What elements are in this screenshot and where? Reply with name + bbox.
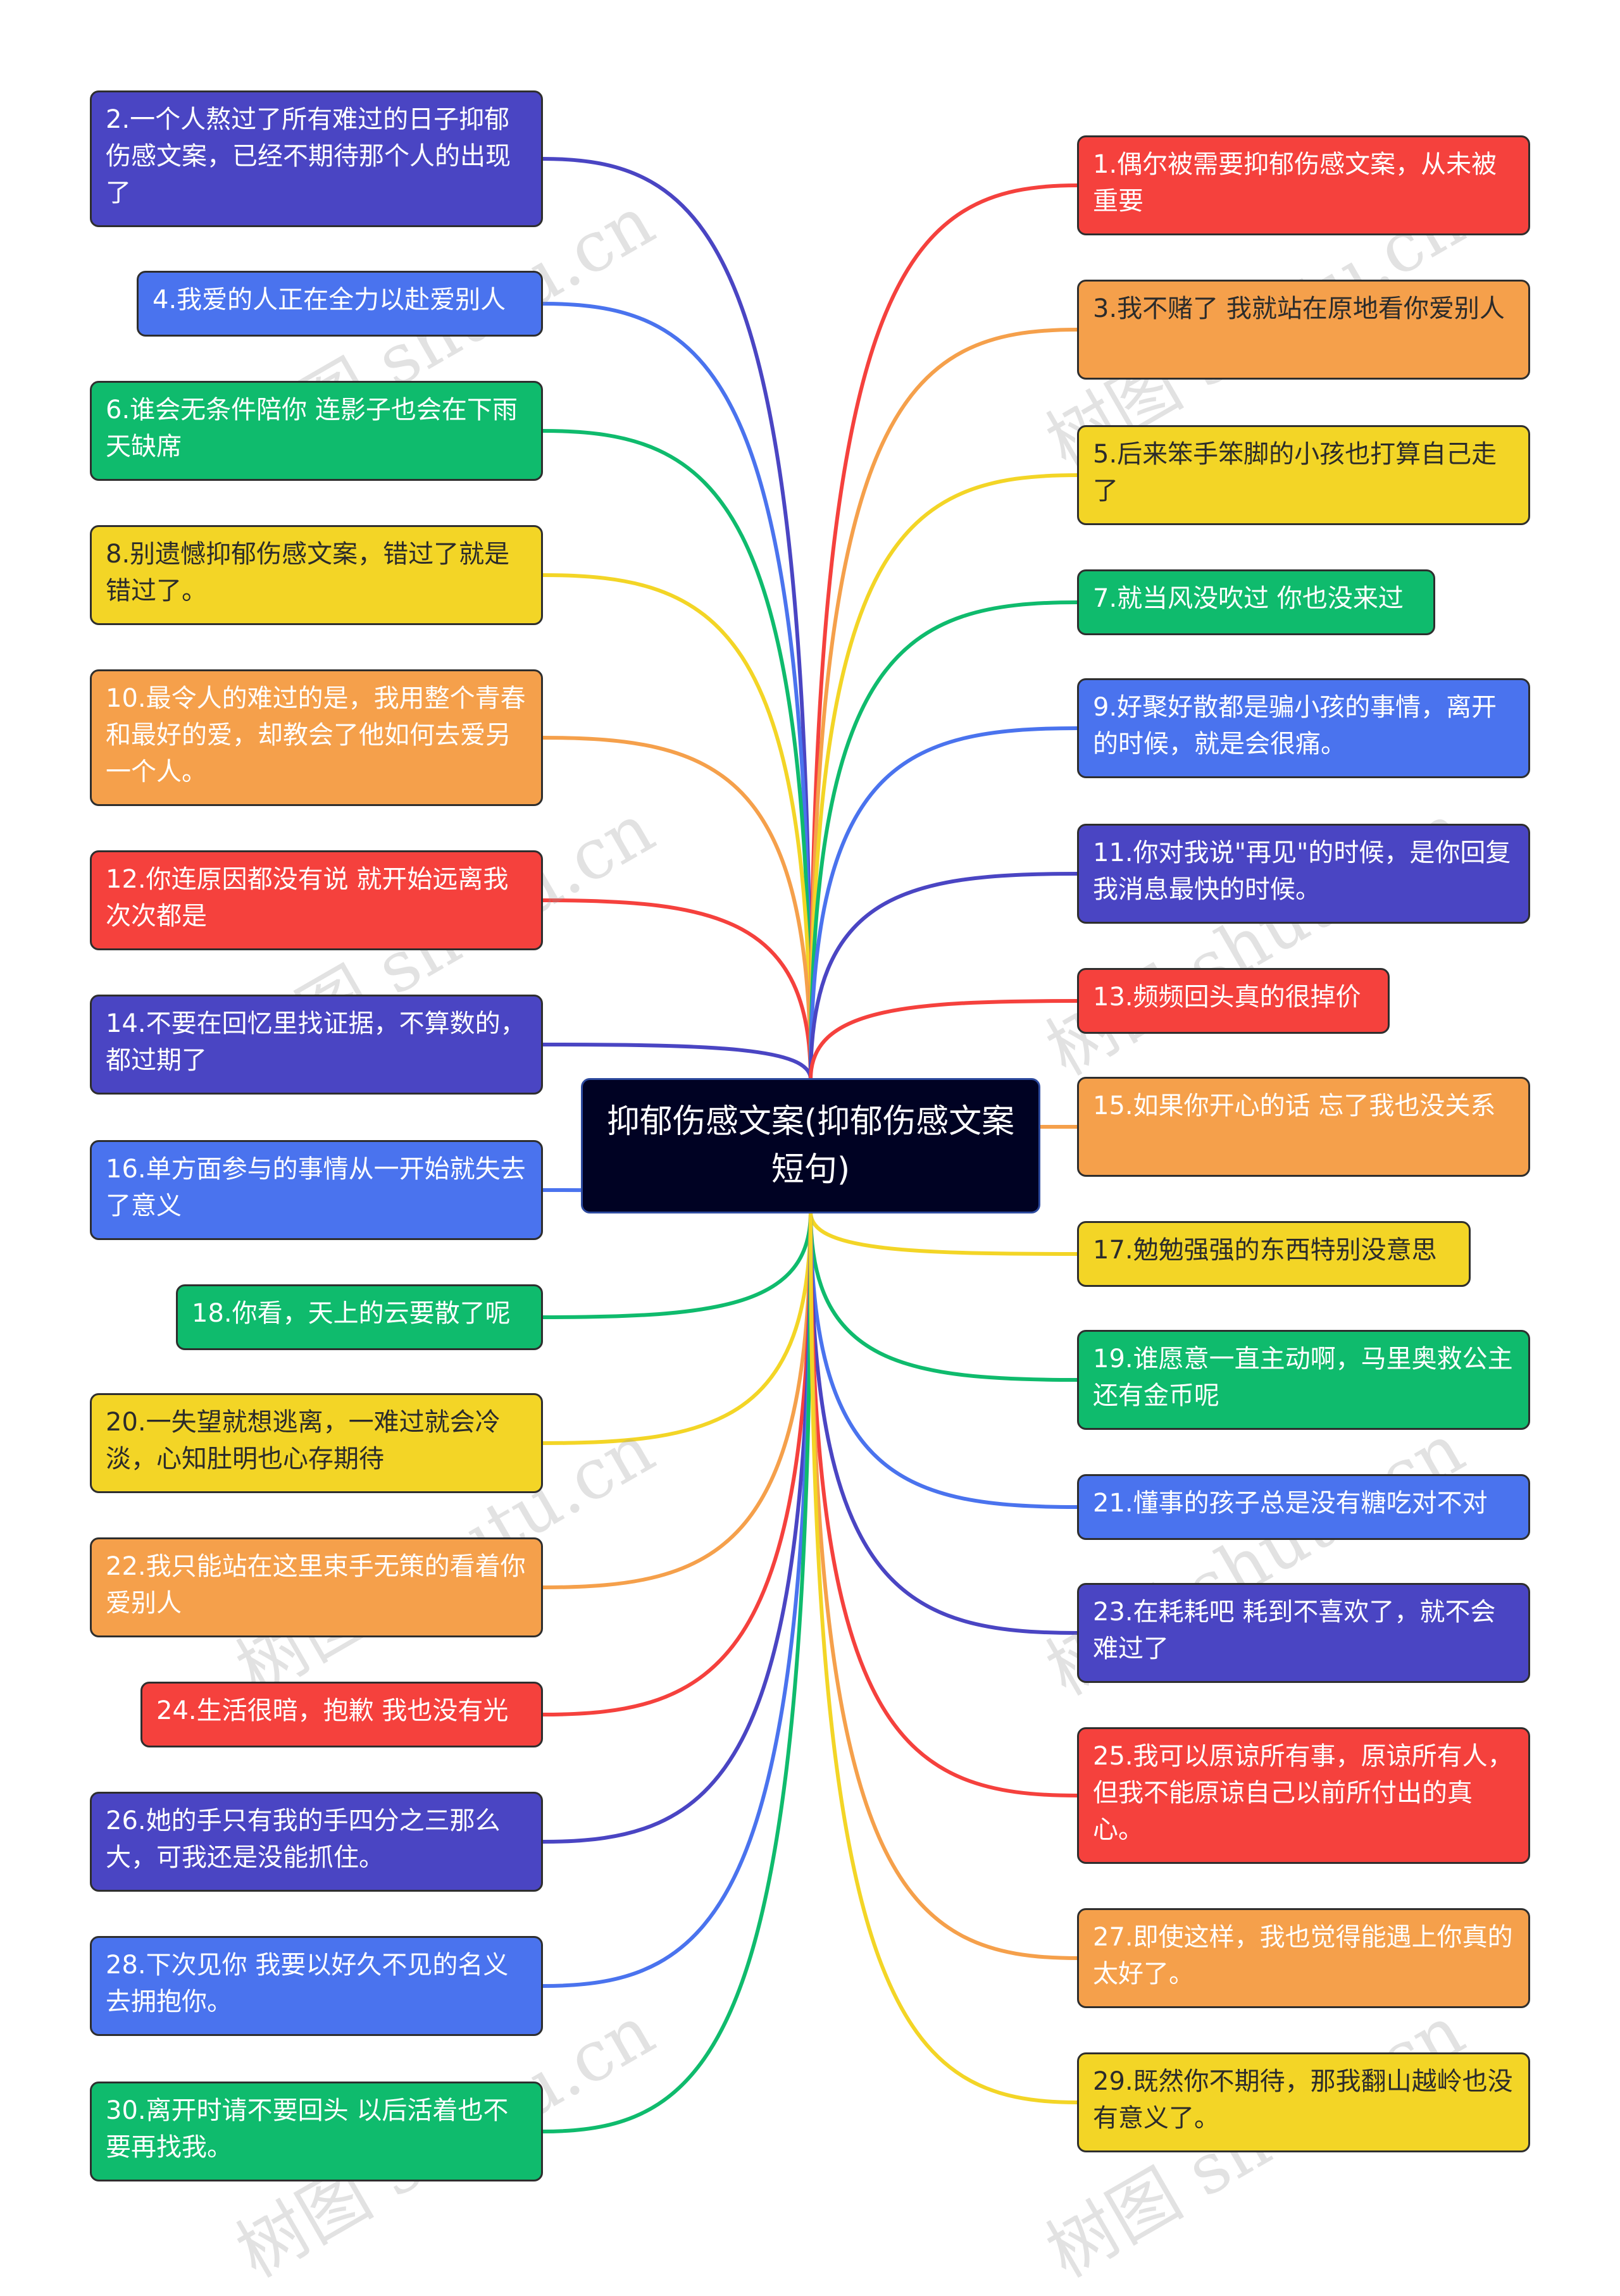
branch-node-26[interactable]: 26.她的手只有我的手四分之三那么大，可我还是没能抓住。 — [90, 1792, 543, 1892]
connector-line — [809, 1210, 1079, 2104]
connector-line — [541, 157, 813, 1081]
branch-node-label: 1.偶尔被需要抑郁伤感文案，从未被重要 — [1093, 150, 1497, 216]
branch-node-17[interactable]: 17.勉勉强强的东西特别没意思 — [1077, 1221, 1471, 1287]
connector-line — [809, 473, 1079, 1081]
connector-line — [541, 736, 813, 1081]
branch-node-label: 22.我只能站在这里束手无策的看着你爱别人 — [106, 1552, 526, 1618]
branch-node-23[interactable]: 23.在耗耗吧 耗到不喜欢了，就不会难过了 — [1077, 1583, 1530, 1683]
connector-line — [541, 1210, 813, 1589]
branch-node-label: 26.她的手只有我的手四分之三那么大，可我还是没能抓住。 — [106, 1806, 501, 1872]
branch-node-label: 20.一失望就想逃离，一难过就会冷淡，心知肚明也心存期待 — [106, 1408, 501, 1474]
branch-node-label: 17.勉勉强强的东西特别没意思 — [1093, 1236, 1437, 1265]
branch-node-label: 16.单方面参与的事情从一开始就失去了意义 — [106, 1155, 526, 1220]
branch-node-19[interactable]: 19.谁愿意一直主动啊，马里奥救公主还有金币呢 — [1077, 1330, 1530, 1430]
branch-node-label: 21.懂事的孩子总是没有糖吃对不对 — [1093, 1489, 1488, 1518]
branch-node-9[interactable]: 9.好聚好散都是骗小孩的事情，离开的时候，就是会很痛。 — [1077, 678, 1530, 778]
branch-node-4[interactable]: 4.我爱的人正在全力以赴爱别人 — [137, 271, 543, 337]
branch-node-label: 6.谁会无条件陪你 连影子也会在下雨天缺席 — [106, 395, 518, 461]
connector-line — [541, 573, 813, 1081]
branch-node-25[interactable]: 25.我可以原谅所有事，原谅所有人，但我不能原谅自己以前所付出的真心。 — [1077, 1727, 1530, 1864]
connector-line — [541, 302, 813, 1081]
connector-line — [809, 1210, 1079, 1382]
connector-line — [541, 1210, 813, 1988]
branch-node-label: 25.我可以原谅所有事，原谅所有人，但我不能原谅自己以前所付出的真心。 — [1093, 1742, 1513, 1844]
branch-node-3[interactable]: 3.我不赌了 我就站在原地看你爱别人 — [1077, 280, 1530, 380]
connector-line — [541, 1210, 813, 1716]
branch-node-10[interactable]: 10.最令人的难过的是，我用整个青春和最好的爱，却教会了他如何去爱另一个人。 — [90, 669, 543, 806]
branch-node-5[interactable]: 5.后来笨手笨脚的小孩也打算自己走了 — [1077, 425, 1530, 525]
branch-node-label: 28.下次见你 我要以好久不见的名义去拥抱你。 — [106, 1951, 509, 2016]
branch-node-label: 11.你对我说"再见"的时候，是你回复我消息最快的时候。 — [1093, 838, 1511, 904]
branch-node-15[interactable]: 15.如果你开心的话 忘了我也没关系 — [1077, 1077, 1530, 1177]
branch-node-22[interactable]: 22.我只能站在这里束手无策的看着你爱别人 — [90, 1537, 543, 1637]
branch-node-label: 12.你连原因都没有说 就开始远离我 次次都是 — [106, 865, 509, 931]
branch-node-label: 19.谁愿意一直主动啊，马里奥救公主还有金币呢 — [1093, 1344, 1513, 1410]
branch-node-21[interactable]: 21.懂事的孩子总是没有糖吃对不对 — [1077, 1474, 1530, 1540]
connector-line — [809, 1210, 1079, 1509]
branch-node-20[interactable]: 20.一失望就想逃离，一难过就会冷淡，心知肚明也心存期待 — [90, 1393, 543, 1493]
connector-line — [809, 600, 1079, 1081]
branch-node-1[interactable]: 1.偶尔被需要抑郁伤感文案，从未被重要 — [1077, 135, 1530, 235]
connector-line — [809, 328, 1079, 1081]
branch-node-18[interactable]: 18.你看，天上的云要散了呢 — [176, 1284, 543, 1350]
branch-node-label: 14.不要在回忆里找证据，不算数的，都过期了 — [106, 1009, 526, 1075]
connector-line — [809, 872, 1079, 1081]
branch-node-28[interactable]: 28.下次见你 我要以好久不见的名义去拥抱你。 — [90, 1936, 543, 2036]
connector-line — [541, 429, 813, 1081]
connector-line — [541, 1210, 813, 1445]
branch-node-label: 5.后来笨手笨脚的小孩也打算自己走了 — [1093, 440, 1497, 506]
connector-line — [541, 898, 813, 1081]
branch-node-30[interactable]: 30.离开时请不要回头 以后活着也不要再找我。 — [90, 2082, 543, 2181]
branch-node-13[interactable]: 13.频频回头真的很掉价 — [1077, 968, 1390, 1034]
branch-node-27[interactable]: 27.即使这样，我也觉得能遇上你真的太好了。 — [1077, 1908, 1530, 2008]
connector-line — [541, 1210, 813, 1844]
connector-line — [809, 726, 1079, 1081]
branch-node-label: 15.如果你开心的话 忘了我也没关系 — [1093, 1091, 1496, 1120]
branch-node-label: 18.你看，天上的云要散了呢 — [192, 1299, 511, 1328]
branch-node-label: 4.我爱的人正在全力以赴爱别人 — [153, 285, 506, 314]
branch-node-11[interactable]: 11.你对我说"再见"的时候，是你回复我消息最快的时候。 — [1077, 824, 1530, 924]
branch-node-label: 27.即使这样，我也觉得能遇上你真的太好了。 — [1093, 1923, 1513, 1989]
connector-line — [541, 1210, 813, 2133]
branch-node-label: 8.别遗憾抑郁伤感文案，错过了就是错过了。 — [106, 540, 510, 605]
branch-node-6[interactable]: 6.谁会无条件陪你 连影子也会在下雨天缺席 — [90, 381, 543, 481]
branch-node-label: 24.生活很暗，抱歉 我也没有光 — [156, 1696, 509, 1725]
branch-node-2[interactable]: 2.一个人熬过了所有难过的日子抑郁伤感文案，已经不期待那个人的出现了 — [90, 90, 543, 227]
branch-node-label: 10.最令人的难过的是，我用整个青春和最好的爱，却教会了他如何去爱另一个人。 — [106, 684, 526, 786]
branch-node-12[interactable]: 12.你连原因都没有说 就开始远离我 次次都是 — [90, 850, 543, 950]
branch-node-label: 30.离开时请不要回头 以后活着也不要再找我。 — [106, 2096, 509, 2162]
branch-node-7[interactable]: 7.就当风没吹过 你也没来过 — [1077, 569, 1435, 635]
connector-line — [541, 1210, 813, 1319]
branch-node-24[interactable]: 24.生活很暗，抱歉 我也没有光 — [140, 1682, 543, 1747]
branch-node-16[interactable]: 16.单方面参与的事情从一开始就失去了意义 — [90, 1140, 543, 1240]
branch-node-8[interactable]: 8.别遗憾抑郁伤感文案，错过了就是错过了。 — [90, 525, 543, 625]
branch-node-label: 23.在耗耗吧 耗到不喜欢了，就不会难过了 — [1093, 1598, 1496, 1663]
central-topic-label: 抑郁伤感文案(抑郁伤感文案短句) — [606, 1103, 1015, 1189]
branch-node-29[interactable]: 29.既然你不期待，那我翻山越岭也没有意义了。 — [1077, 2052, 1530, 2152]
branch-node-label: 29.既然你不期待，那我翻山越岭也没有意义了。 — [1093, 2067, 1513, 2133]
connector-line — [541, 1043, 813, 1081]
connector-line — [809, 1210, 1079, 1256]
connector-line — [809, 1210, 1079, 1960]
connector-line — [809, 1210, 1079, 1635]
branch-node-label: 3.我不赌了 我就站在原地看你爱别人 — [1093, 294, 1505, 323]
connector-line — [809, 999, 1079, 1081]
connector-line — [809, 183, 1079, 1081]
branch-node-label: 7.就当风没吹过 你也没来过 — [1093, 584, 1404, 613]
branch-node-label: 13.频频回头真的很掉价 — [1093, 983, 1361, 1012]
connector-line — [809, 1210, 1079, 1797]
central-topic[interactable]: 抑郁伤感文案(抑郁伤感文案短句) — [581, 1078, 1040, 1213]
branch-node-14[interactable]: 14.不要在回忆里找证据，不算数的，都过期了 — [90, 995, 543, 1095]
branch-node-label: 9.好聚好散都是骗小孩的事情，离开的时候，就是会很痛。 — [1093, 693, 1497, 759]
branch-node-label: 2.一个人熬过了所有难过的日子抑郁伤感文案，已经不期待那个人的出现了 — [106, 105, 511, 208]
